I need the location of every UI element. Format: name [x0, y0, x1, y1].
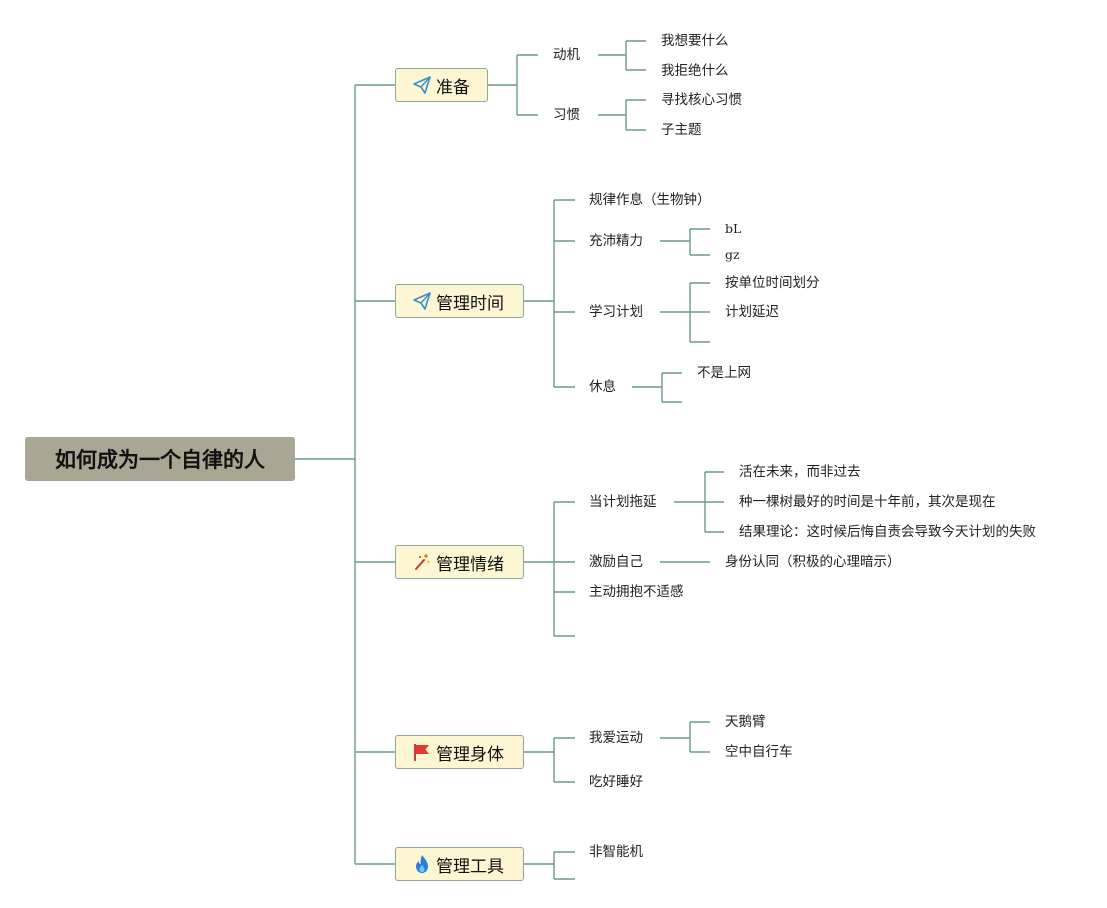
topic-tools[interactable]: 管理工具	[395, 847, 524, 881]
paper-plane-icon	[412, 75, 432, 95]
leaf-node[interactable]: 空中自行车	[725, 744, 793, 760]
root-topic[interactable]: 如何成为一个自律的人	[25, 437, 295, 481]
leaf-node[interactable]: 我拒绝什么	[661, 63, 729, 79]
red-flag-icon	[412, 742, 432, 762]
leaf-node[interactable]: 身份认同（积极的心理暗示）	[725, 554, 901, 570]
leaf-node[interactable]: 种一棵树最好的时间是十年前，其次是现在	[739, 494, 996, 510]
leaf-node[interactable]: 计划延迟	[725, 304, 779, 320]
leaf-node[interactable]: 不是上网	[697, 365, 751, 381]
subtopic-phone[interactable]: 非智能机	[589, 844, 643, 860]
subtopic-habit[interactable]: 习惯	[553, 107, 580, 123]
subtopic-routine[interactable]: 规律作息（生物钟）	[589, 192, 711, 208]
subtopic-rest[interactable]: 休息	[589, 379, 616, 395]
subtopic-study[interactable]: 学习计划	[589, 304, 643, 320]
fire-icon	[412, 854, 432, 874]
subtopic-motivation[interactable]: 动机	[553, 47, 580, 63]
subtopic-eat[interactable]: 吃好睡好	[589, 774, 643, 790]
paper-plane-icon	[412, 291, 432, 311]
topic-prep-label: 准备	[436, 77, 470, 98]
subtopic-delay[interactable]: 当计划拖延	[589, 494, 657, 510]
subtopic-sport[interactable]: 我爱运动	[589, 730, 643, 746]
leaf-node[interactable]: bL	[725, 221, 742, 236]
leaf-node[interactable]: 按单位时间划分	[725, 275, 820, 291]
topic-body-label: 管理身体	[436, 744, 504, 765]
subtopic-motivate[interactable]: 激励自己	[589, 554, 643, 570]
topic-emotion-label: 管理情绪	[436, 554, 504, 575]
topic-prep[interactable]: 准备	[395, 68, 488, 102]
leaf-node[interactable]: 天鹅臂	[725, 714, 766, 730]
topic-time-label: 管理时间	[436, 293, 504, 314]
leaf-node[interactable]: 我想要什么	[661, 33, 729, 49]
topic-tools-label: 管理工具	[436, 856, 504, 877]
root-topic-label: 如何成为一个自律的人	[55, 448, 265, 472]
leaf-node[interactable]: 寻找核心习惯	[661, 92, 742, 108]
leaf-node[interactable]: gz	[725, 247, 740, 262]
topic-time[interactable]: 管理时间	[395, 284, 524, 318]
leaf-node[interactable]: 结果理论：这时候后悔自责会导致今天计划的失败	[739, 524, 1036, 540]
subtopic-discomfort[interactable]: 主动拥抱不适感	[589, 584, 684, 600]
subtopic-energy[interactable]: 充沛精力	[589, 233, 643, 249]
magic-wand-icon	[412, 552, 432, 572]
leaf-node[interactable]: 子主题	[661, 122, 702, 138]
topic-body[interactable]: 管理身体	[395, 735, 524, 769]
leaf-node[interactable]: 活在未来，而非过去	[739, 464, 861, 480]
topic-emotion[interactable]: 管理情绪	[395, 545, 524, 579]
